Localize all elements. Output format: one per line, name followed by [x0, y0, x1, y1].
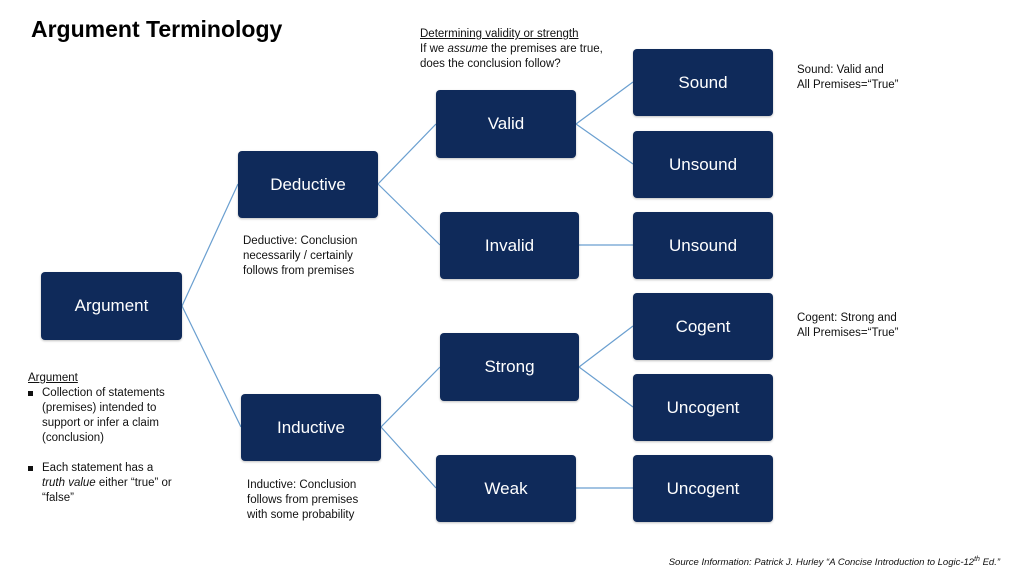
- header-note: Determining validity or strength If we a…: [420, 27, 603, 72]
- node-weak: Weak: [436, 455, 576, 522]
- connector-valid-sound: [575, 81, 634, 125]
- node-deductive: Deductive: [238, 151, 378, 218]
- connector-valid-unsound: [575, 123, 634, 165]
- node-invalid: Invalid: [440, 212, 579, 279]
- connector-inductive-weak: [380, 426, 437, 489]
- node-inductive: Inductive: [241, 394, 381, 461]
- connector-deductive-valid: [377, 123, 437, 185]
- argument-definition-list: Collection of statements (premises) inte…: [28, 386, 178, 506]
- node-valid: Valid: [436, 90, 576, 158]
- node-cogent: Cogent: [633, 293, 773, 360]
- node-argument: Argument: [41, 272, 182, 340]
- connector-argument-deductive: [181, 183, 239, 307]
- sound-note: Sound: Valid and All Premises=“True”: [797, 64, 899, 91]
- connector-inductive-strong: [380, 366, 441, 428]
- node-uncogent-weak: Uncogent: [633, 455, 773, 522]
- header-note-line1: If we assume the premises are true,: [420, 43, 603, 55]
- connector-argument-inductive: [181, 305, 242, 428]
- inductive-note: Inductive: Conclusion follows from premi…: [247, 479, 359, 521]
- argument-definition-bullet-1: Collection of statements (premises) inte…: [28, 386, 178, 446]
- node-unsound-valid: Unsound: [633, 131, 773, 198]
- page-title: Argument Terminology: [31, 16, 283, 42]
- header-note-heading: Determining validity or strength: [420, 28, 579, 40]
- connector-strong-uncogent: [578, 366, 634, 408]
- argument-definition: Argument Collection of statements (premi…: [28, 371, 178, 506]
- connector-strong-cogent: [578, 325, 634, 368]
- node-uncogent-strong: Uncogent: [633, 374, 773, 441]
- connector-deductive-invalid: [377, 183, 441, 246]
- cogent-note: Cogent: Strong and All Premises=“True”: [797, 312, 899, 339]
- argument-definition-heading: Argument: [28, 372, 78, 384]
- header-note-line2: does the conclusion follow?: [420, 58, 561, 70]
- deductive-note: Deductive: Conclusion necessarily / cert…: [243, 235, 358, 277]
- argument-definition-bullet-2: Each statement has a truth value either …: [28, 461, 178, 506]
- source-citation: Source Information: Patrick J. Hurley “A…: [668, 556, 1000, 569]
- node-unsound-invalid: Unsound: [633, 212, 773, 279]
- node-sound: Sound: [633, 49, 773, 116]
- node-strong: Strong: [440, 333, 579, 401]
